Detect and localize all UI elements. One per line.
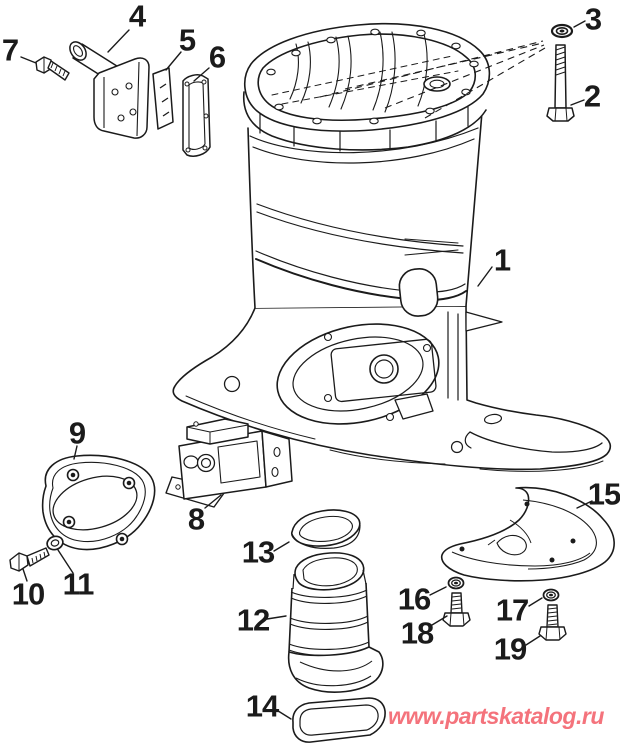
callout-4: 4 — [128, 0, 146, 34]
part-19-bolt — [538, 604, 567, 641]
callout-5: 5 — [178, 22, 196, 58]
callout-6: 6 — [208, 39, 226, 75]
part-7-bolt — [35, 56, 70, 81]
part-14-seal — [292, 697, 386, 743]
part-6-gasket — [182, 74, 211, 157]
callout-16: 16 — [397, 581, 431, 617]
callout-17: 17 — [495, 592, 529, 628]
part-3-washer — [550, 23, 574, 39]
callout-13: 13 — [241, 534, 275, 570]
callout-10: 10 — [11, 576, 45, 612]
watermark-url: www.partskatalog.ru — [388, 703, 604, 729]
callout-19: 19 — [493, 631, 527, 667]
callout-8: 8 — [187, 501, 205, 537]
part-15-deflector-plate — [440, 486, 615, 582]
part-8-mount-bracket — [165, 418, 293, 508]
callout-2: 2 — [583, 78, 601, 114]
callout-11: 11 — [62, 566, 95, 602]
part-2-bolt — [546, 44, 575, 122]
callout-15: 15 — [587, 476, 620, 512]
callout-12: 12 — [236, 602, 270, 638]
part-16-washer — [447, 576, 465, 590]
callout-14: 14 — [245, 688, 279, 724]
part-12-exhaust-tube — [287, 552, 384, 693]
callout-1: 1 — [493, 242, 511, 278]
part-13-seal-ring — [290, 509, 361, 549]
assembly-dashed-lines — [319, 40, 546, 119]
callout-3: 3 — [584, 1, 602, 37]
part-4-water-tube-fitting — [69, 41, 150, 139]
callout-leader-lines — [20, 20, 593, 720]
part-1-exhaust-housing — [172, 22, 612, 472]
part-10-bolt — [9, 547, 50, 572]
part-9-cover — [41, 454, 156, 551]
part-18-bolt — [442, 592, 471, 627]
callout-7: 7 — [1, 32, 19, 68]
callout-9: 9 — [68, 415, 86, 451]
part-11-washer — [46, 535, 64, 551]
callout-18: 18 — [400, 615, 434, 651]
part-5-plate — [152, 67, 174, 130]
part-17-washer — [542, 588, 560, 602]
